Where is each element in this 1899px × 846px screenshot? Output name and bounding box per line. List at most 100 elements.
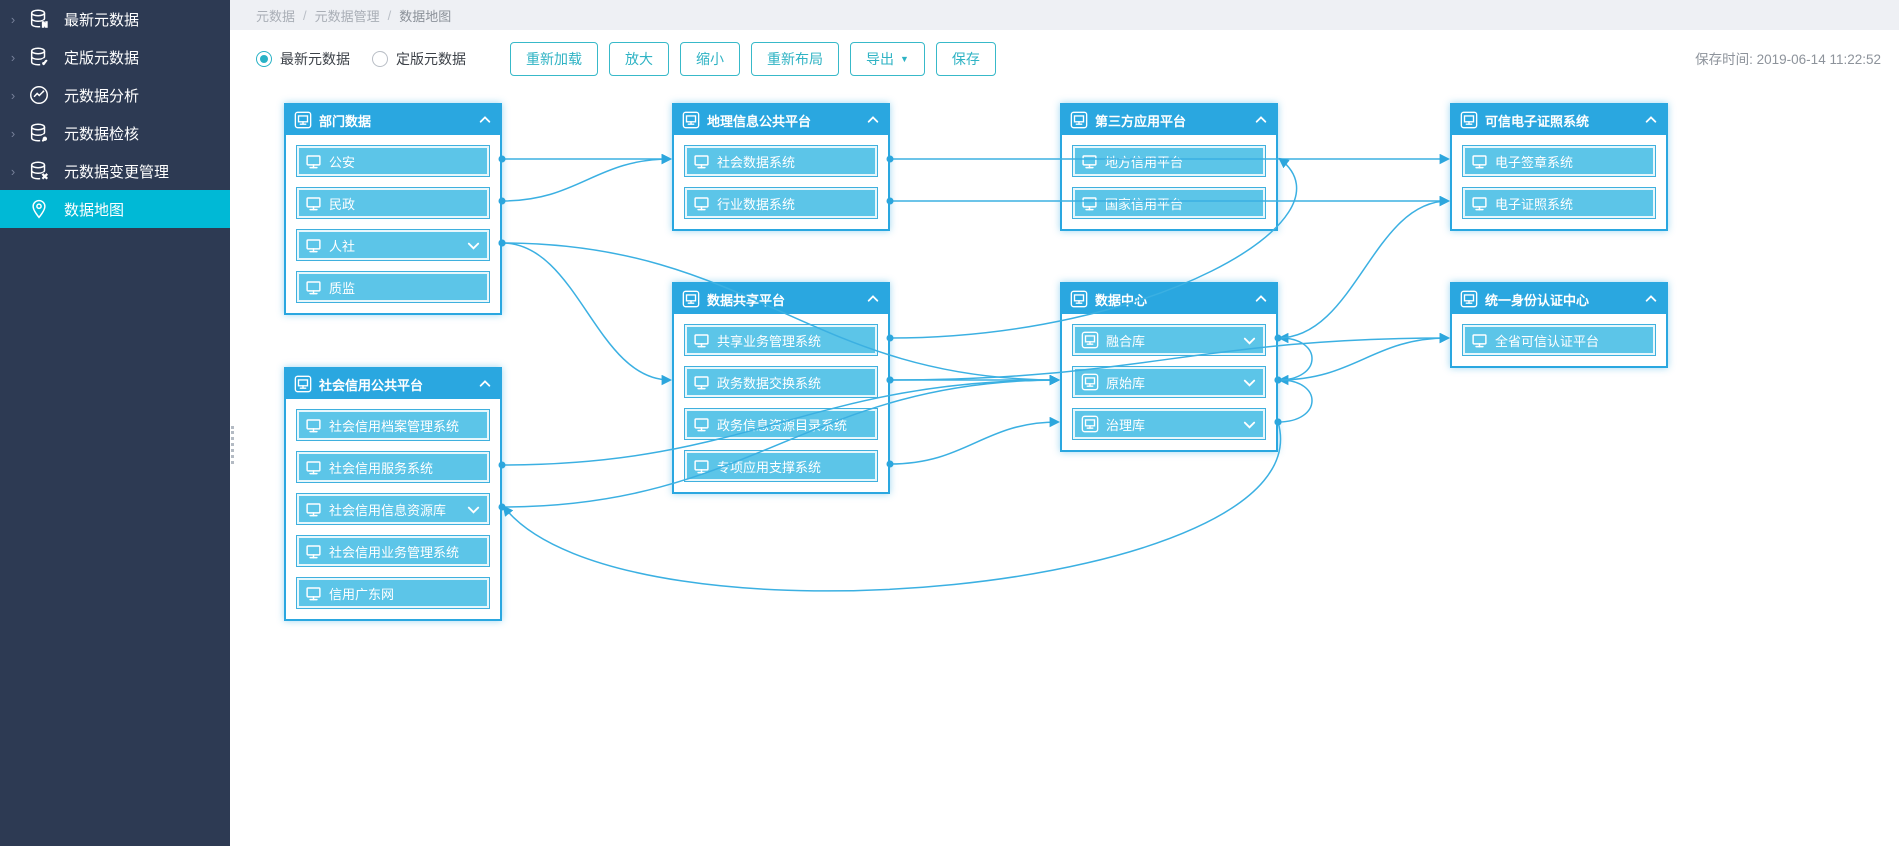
toolbar-button-label: 保存 bbox=[951, 51, 980, 67]
sidebar-item-label: 元数据检核 bbox=[64, 125, 140, 143]
node-item[interactable]: 质监 bbox=[296, 271, 490, 303]
chevron-right-icon: › bbox=[10, 125, 16, 141]
radio-button[interactable] bbox=[372, 51, 388, 67]
chevron-down-icon[interactable] bbox=[1242, 333, 1257, 348]
db-change-icon: ✕ bbox=[26, 160, 52, 182]
toolbar-button-5[interactable]: 导出▼ bbox=[850, 42, 925, 76]
toolbar-button-6[interactable]: 保存 bbox=[935, 42, 996, 76]
group-header[interactable]: 数据中心 bbox=[1062, 284, 1276, 314]
radio-option-2[interactable]: 定版元数据 bbox=[372, 49, 466, 69]
node-item[interactable]: 社会信用业务管理系统 bbox=[296, 535, 490, 567]
node-item[interactable]: 全省可信认证平台 bbox=[1462, 324, 1656, 356]
sidebar-item-3[interactable]: ›元数据分析 bbox=[0, 76, 230, 114]
node-label: 人社 bbox=[329, 238, 356, 254]
group-title: 数据中心 bbox=[1095, 292, 1148, 308]
radio-label: 最新元数据 bbox=[280, 51, 350, 67]
breadcrumb-item[interactable]: 元数据管理 bbox=[314, 8, 380, 24]
group-body: 全省可信认证平台 bbox=[1452, 314, 1666, 366]
group-header[interactable]: 可信电子证照系统 bbox=[1452, 105, 1666, 135]
node-item[interactable]: 国家信用平台 bbox=[1072, 187, 1266, 219]
group-header[interactable]: 社会信用公共平台 bbox=[286, 369, 500, 399]
node-item[interactable]: 社会信用信息资源库 bbox=[296, 493, 490, 525]
chevron-up-icon[interactable] bbox=[1254, 292, 1268, 306]
node-item[interactable]: 社会信用档案管理系统 bbox=[296, 409, 490, 441]
connection-line bbox=[501, 153, 673, 202]
chevron-up-icon[interactable] bbox=[866, 292, 880, 306]
node-item[interactable]: 电子签章系统 bbox=[1462, 145, 1656, 177]
node-item[interactable]: 社会数据系统 bbox=[684, 145, 878, 177]
monitor-icon bbox=[1471, 332, 1488, 349]
node-label: 治理库 bbox=[1106, 417, 1146, 433]
node-item[interactable]: 地方信用平台 bbox=[1072, 145, 1266, 177]
diagram-group: 社会信用公共平台社会信用档案管理系统社会信用服务系统社会信用信息资源库社会信用业… bbox=[284, 367, 502, 621]
monitor-icon bbox=[305, 501, 322, 518]
group-header[interactable]: 部门数据 bbox=[286, 105, 500, 135]
group-title: 地理信息公共平台 bbox=[707, 113, 812, 129]
node-item[interactable]: 公安 bbox=[296, 145, 490, 177]
sidebar-item-4[interactable]: ›⌕元数据检核 bbox=[0, 114, 230, 152]
node-label: 社会信用服务系统 bbox=[329, 460, 434, 476]
db-check-icon: ✓ bbox=[26, 46, 52, 68]
node-item[interactable]: 行业数据系统 bbox=[684, 187, 878, 219]
group-header[interactable]: 统一身份认证中心 bbox=[1452, 284, 1666, 314]
radio-button[interactable] bbox=[256, 51, 272, 67]
connection-line bbox=[1277, 374, 1313, 423]
chevron-down-icon[interactable] bbox=[466, 238, 481, 253]
node-item[interactable]: 融合库 bbox=[1072, 324, 1266, 356]
node-item[interactable]: 治理库 bbox=[1072, 408, 1266, 440]
node-item[interactable]: 共享业务管理系统 bbox=[684, 324, 878, 356]
framed-monitor-icon bbox=[294, 375, 312, 393]
chevron-down-icon[interactable] bbox=[1242, 417, 1257, 432]
sidebar-resize-handle[interactable] bbox=[231, 426, 238, 464]
sidebar-item-2[interactable]: ›✓定版元数据 bbox=[0, 38, 230, 76]
node-item[interactable]: 原始库 bbox=[1072, 366, 1266, 398]
toolbar-button-4[interactable]: 重新布局 bbox=[751, 42, 839, 76]
node-item[interactable]: 信用广东网 bbox=[296, 577, 490, 609]
node-label: 共享业务管理系统 bbox=[717, 333, 822, 349]
analysis-icon bbox=[26, 84, 52, 106]
diagram-group: 统一身份认证中心全省可信认证平台 bbox=[1450, 282, 1668, 368]
radio-option-1[interactable]: 最新元数据 bbox=[256, 49, 350, 69]
group-body: 电子签章系统电子证照系统 bbox=[1452, 135, 1666, 229]
chevron-up-icon[interactable] bbox=[866, 113, 880, 127]
node-item[interactable]: 政务数据交换系统 bbox=[684, 366, 878, 398]
toolbar-button-2[interactable]: 放大 bbox=[609, 42, 669, 76]
breadcrumb-item[interactable]: 元数据 bbox=[256, 8, 296, 24]
chevron-up-icon[interactable] bbox=[1644, 113, 1658, 127]
chevron-down-icon[interactable] bbox=[1242, 375, 1257, 390]
breadcrumb-separator: / bbox=[387, 7, 392, 23]
chevron-up-icon[interactable] bbox=[478, 377, 492, 391]
node-label: 原始库 bbox=[1106, 375, 1146, 391]
node-item[interactable]: 电子证照系统 bbox=[1462, 187, 1656, 219]
svg-text:✓: ✓ bbox=[42, 58, 48, 67]
chevron-up-icon[interactable] bbox=[1254, 113, 1268, 127]
breadcrumb-separator: / bbox=[303, 7, 307, 23]
node-item[interactable]: 人社 bbox=[296, 229, 490, 261]
framed-monitor-icon bbox=[1081, 373, 1099, 391]
chevron-up-icon[interactable] bbox=[478, 113, 492, 127]
group-header[interactable]: 第三方应用平台 bbox=[1062, 105, 1276, 135]
monitor-icon bbox=[693, 332, 710, 349]
monitor-icon bbox=[305, 417, 322, 434]
breadcrumb-item[interactable]: 数据地图 bbox=[399, 8, 452, 24]
node-label: 全省可信认证平台 bbox=[1495, 333, 1600, 349]
node-item[interactable]: 政务信息资源目录系统 bbox=[684, 408, 878, 440]
map-pin-icon bbox=[26, 198, 52, 220]
toolbar-button-3[interactable]: 缩小 bbox=[680, 42, 740, 76]
dropdown-caret-icon: ▼ bbox=[900, 54, 909, 64]
sidebar-item-label: 元数据分析 bbox=[64, 87, 140, 105]
node-item[interactable]: 社会信用服务系统 bbox=[296, 451, 490, 483]
chevron-up-icon[interactable] bbox=[1644, 292, 1658, 306]
monitor-icon bbox=[305, 585, 322, 602]
chevron-down-icon[interactable] bbox=[466, 502, 481, 517]
sidebar-item-5[interactable]: ›✕元数据变更管理 bbox=[0, 152, 230, 190]
group-header[interactable]: 数据共享平台 bbox=[674, 284, 888, 314]
node-item[interactable]: 民政 bbox=[296, 187, 490, 219]
chevron-right-icon: › bbox=[0, 202, 26, 217]
node-item[interactable]: 专项应用支撑系统 bbox=[684, 450, 878, 482]
sidebar-item-6[interactable]: ›数据地图 bbox=[0, 190, 230, 228]
group-header[interactable]: 地理信息公共平台 bbox=[674, 105, 888, 135]
toolbar-button-1[interactable]: 重新加载 bbox=[510, 42, 598, 76]
monitor-icon bbox=[693, 416, 710, 433]
